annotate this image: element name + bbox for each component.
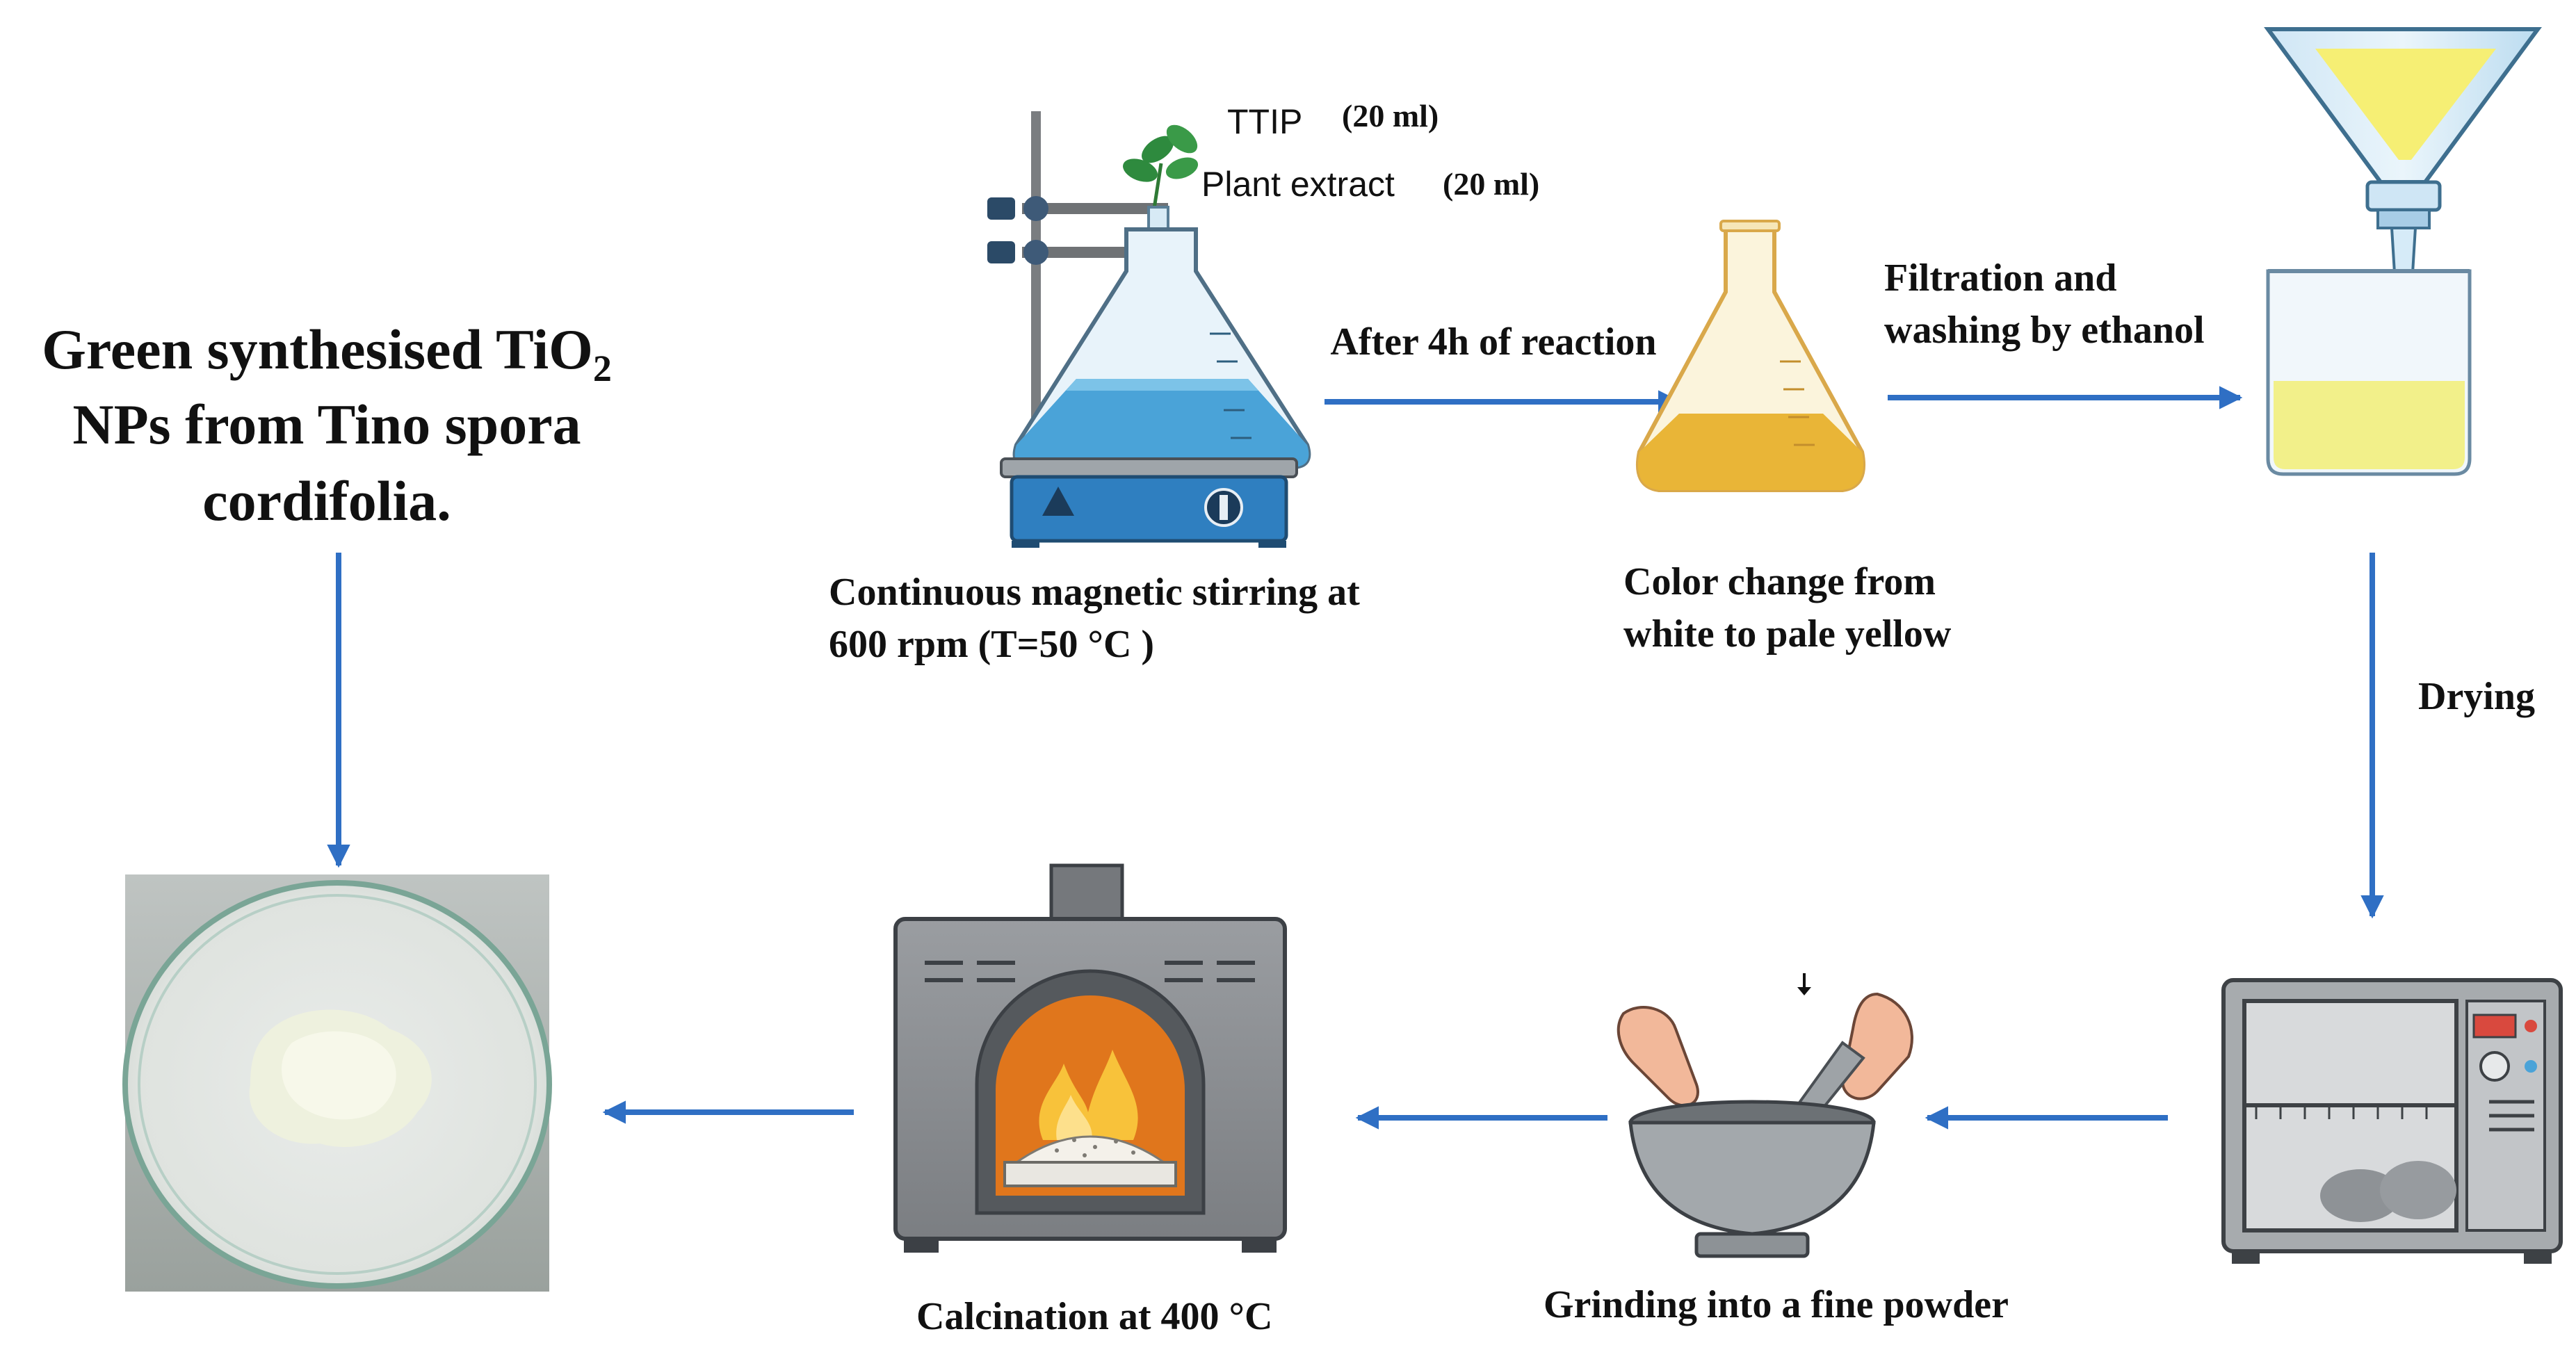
furnace-chamber [996, 995, 1185, 1196]
filter-paper [2315, 49, 2496, 160]
flow-arrows [327, 386, 2384, 1130]
powder-heap [1010, 1135, 1170, 1166]
calcination-furnace [893, 863, 1287, 1253]
plant-extract-icon [1123, 124, 1199, 209]
ttip-label: TTIP [1227, 102, 1302, 141]
ttip-volume: (20 ml) [1342, 98, 1439, 133]
reaction-time-label: After 4h of reaction [1330, 320, 1656, 364]
dried-sample-2 [2380, 1161, 2456, 1219]
clamp-joint-lower [1023, 240, 1048, 265]
warning-icon [1042, 487, 1074, 516]
yellow-solution [1637, 414, 1864, 490]
blue-indicator-icon [2525, 1060, 2537, 1073]
drying-oven [2221, 978, 2563, 1264]
oven-dial-icon [2479, 1051, 2510, 1082]
red-indicator-icon [2525, 1020, 2537, 1032]
magnetic-stirrer-setup [987, 111, 1311, 548]
stirrer-top-plate [1000, 457, 1298, 478]
temperature-display [2472, 1014, 2517, 1039]
title-line-1: Green synthesised TiO2 [42, 318, 612, 389]
stirring-label-line-2: 600 rpm (T=50 °C ) [829, 623, 1154, 666]
plant-extract-label: Plant extract [1201, 165, 1395, 204]
plant-extract-volume: (20 ml) [1443, 166, 1539, 202]
color-change-label-line-1: Color change from [1623, 560, 1936, 603]
filtration-label-line-1: Filtration and [1884, 257, 2116, 300]
yellow-flask [1635, 220, 1866, 492]
mortar-bowl [1628, 1121, 1876, 1236]
clamp-knob-lower [987, 241, 1015, 263]
grinding-label: Grinding into a fine powder [1544, 1283, 2009, 1326]
title-line-2: NPs from Tino spora [72, 393, 581, 456]
mortar-base [1694, 1232, 1810, 1258]
blue-solution-highlight [1066, 379, 1258, 391]
calcination-crucible [1003, 1161, 1177, 1187]
funnel-collar [2365, 180, 2442, 212]
title-block: Green synthesised TiO2 NPs from Tino spo… [42, 318, 612, 532]
petri-dish-photo [122, 874, 552, 1292]
filtration-setup [2264, 27, 2542, 476]
blue-solution [1014, 379, 1309, 467]
title-line-3: cordifolia. [202, 469, 451, 532]
clamp-knob-upper [987, 197, 1015, 220]
right-hand [1840, 992, 1913, 1100]
clamp-lower [1022, 247, 1154, 258]
clamp-joint-upper [1023, 196, 1048, 221]
mortar-and-pestle [1617, 973, 1913, 1258]
dried-sample-1 [2320, 1169, 2401, 1222]
pale-yellow-filtrate [2274, 381, 2465, 469]
calcination-label: Calcination at 400 °C [916, 1295, 1272, 1338]
color-change-label-line-2: white to pale yellow [1623, 612, 1952, 656]
clamp-upper [1022, 203, 1168, 214]
left-hand [1617, 1006, 1699, 1107]
furnace-chimney [1049, 863, 1124, 925]
filtration-label-line-2: washing by ethanol [1884, 309, 2205, 352]
drying-label: Drying [2418, 675, 2535, 718]
stirring-label-line-1: Continuous magnetic stirring at [829, 571, 1360, 614]
